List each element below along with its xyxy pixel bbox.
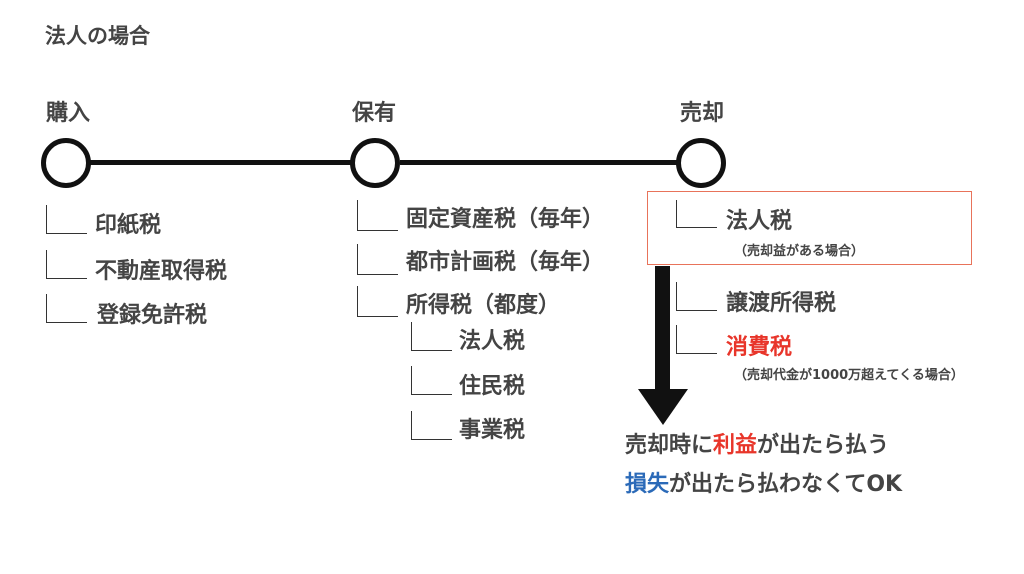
sale-item-consumption-tax: 消費税 bbox=[726, 335, 793, 360]
bracket-connector bbox=[46, 294, 87, 323]
stage-label-purchase: 購入 bbox=[46, 101, 91, 126]
bracket-connector bbox=[357, 244, 398, 275]
bracket-connector bbox=[411, 411, 452, 440]
bracket-connector bbox=[411, 366, 452, 395]
page-title: 法人の場合 bbox=[45, 24, 150, 48]
holding-subitem: 法人税 bbox=[459, 329, 526, 354]
conclusion-text: 売却時に bbox=[625, 433, 714, 458]
timeline-segment-2 bbox=[400, 160, 685, 165]
bracket-connector bbox=[411, 322, 452, 351]
holding-subitem: 住民税 bbox=[459, 374, 526, 399]
conclusion-line-1: 売却時に利益が出たら払う bbox=[625, 427, 889, 459]
bracket-connector bbox=[46, 250, 87, 279]
bracket-connector bbox=[357, 286, 398, 317]
corporate-tax-highlight-box bbox=[647, 191, 972, 265]
purchase-item: 印紙税 bbox=[95, 213, 162, 238]
down-arrow-head bbox=[638, 389, 688, 425]
holding-subitem: 事業税 bbox=[459, 418, 526, 443]
bracket-connector bbox=[46, 205, 87, 234]
stage-label-sale: 売却 bbox=[680, 101, 725, 126]
conclusion-text: が出たら払う bbox=[757, 433, 890, 458]
sale-box-item: 法人税 bbox=[726, 209, 793, 234]
bracket-connector bbox=[357, 200, 398, 231]
down-arrow-shaft bbox=[655, 266, 670, 390]
purchase-item: 登録免許税 bbox=[97, 303, 208, 328]
stage-label-holding: 保有 bbox=[352, 101, 397, 126]
bracket-connector bbox=[676, 282, 717, 311]
conclusion-line-2: 損失が出たら払わなくてOK bbox=[625, 466, 902, 498]
timeline-node-holding bbox=[350, 138, 400, 188]
holding-item: 固定資産税（毎年） bbox=[406, 207, 605, 232]
sale-item-transfer-tax: 譲渡所得税 bbox=[726, 291, 837, 316]
profit-highlight: 利益 bbox=[713, 433, 758, 458]
holding-item: 都市計画税（毎年） bbox=[406, 250, 605, 275]
consumption-tax-note: （売却代金が1000万超えてくる場合） bbox=[734, 368, 964, 383]
conclusion-text: が出たら払わなくてOK bbox=[669, 472, 903, 497]
holding-item: 所得税（都度） bbox=[406, 293, 561, 318]
timeline-node-purchase bbox=[41, 138, 91, 188]
purchase-item: 不動産取得税 bbox=[95, 259, 228, 284]
bracket-connector bbox=[676, 200, 717, 228]
loss-highlight: 損失 bbox=[625, 472, 670, 497]
sale-box-note: （売却益がある場合） bbox=[734, 244, 865, 259]
timeline-node-sale bbox=[676, 138, 726, 188]
timeline-segment-1 bbox=[90, 160, 360, 165]
bracket-connector bbox=[676, 325, 717, 354]
